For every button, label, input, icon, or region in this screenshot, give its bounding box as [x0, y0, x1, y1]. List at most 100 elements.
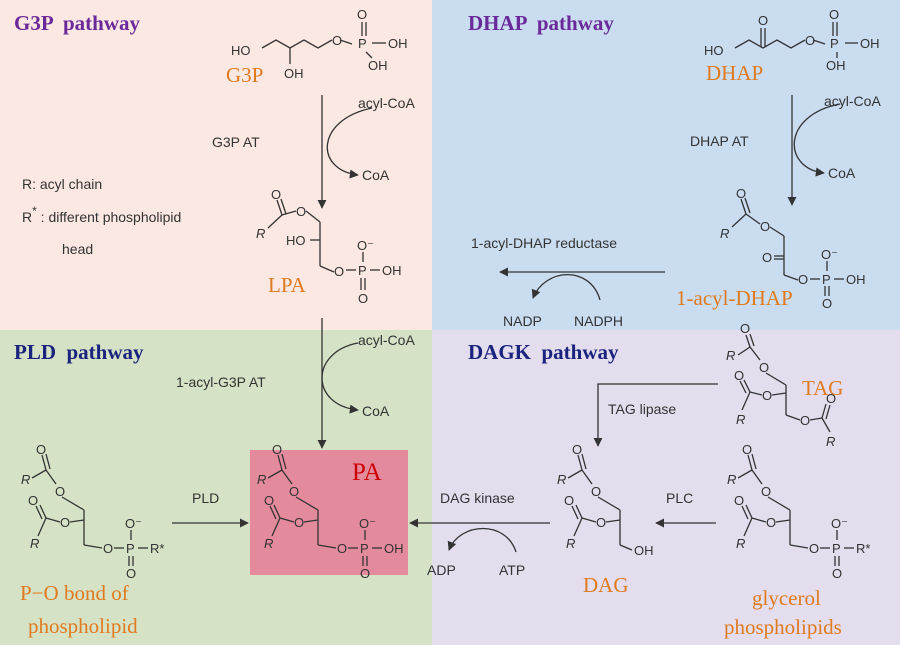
reductase-enzyme-label: 1-acyl-DHAP reductase: [471, 235, 617, 251]
po-bond-label-2: phospholipid: [28, 614, 138, 638]
legend-rstar-definition-2: head: [62, 241, 93, 257]
tag-structure: [737, 333, 831, 433]
glycerol-label-1: glycerol: [752, 586, 821, 610]
atp-curve-arrow: [447, 528, 517, 553]
tag-r2-label: R: [736, 412, 745, 427]
pld-r2-label: R: [30, 536, 39, 551]
dhap-o-top-label: O: [829, 7, 839, 22]
lpa-o-ester-label: O: [296, 204, 306, 219]
gpl-r1-label: R: [727, 472, 736, 487]
g3p-p-label: P: [358, 36, 367, 51]
dagk-panel: [432, 330, 900, 645]
pa-r1-label: R: [257, 472, 266, 487]
adp-label: ADP: [427, 562, 456, 578]
dhap-o-label: O: [805, 33, 815, 48]
pa-oh-label: OH: [384, 541, 404, 556]
lpa-compound-label: LPA: [268, 273, 307, 297]
acyl-dhap-compound-label: 1-acyl-DHAP: [676, 286, 793, 310]
pa-o-keto2-label: O: [264, 493, 274, 508]
nadp-label: NADP: [503, 313, 542, 329]
pa-o-ester1-label: O: [289, 484, 299, 499]
g3p-o-top-label: O: [357, 7, 367, 22]
lpa-ho-label: HO: [286, 233, 306, 248]
pa-o-minus-label: O⁻: [359, 516, 376, 531]
g3p-coa-label: CoA: [362, 167, 390, 183]
gpl-o2-label: O: [761, 484, 771, 499]
pld-o-label: O: [103, 541, 113, 556]
acyl-dhap-o-bottom-label: O: [822, 296, 832, 311]
legend-rstar-sup: *: [32, 204, 37, 218]
dag-structure: [567, 453, 633, 551]
tag-o1-label: O: [740, 321, 750, 336]
gpl-p-label: P: [832, 541, 841, 556]
pld-o-ester2-label: O: [60, 515, 70, 530]
acyl-dhap-oh-label: OH: [846, 272, 866, 287]
g3p-oh3-label: OH: [284, 66, 304, 81]
legend-rstar-definition: R* : different phospholipid: [22, 204, 181, 225]
legend-rstar-text: : different phospholipid: [37, 209, 182, 225]
tag-o4-label: O: [734, 368, 744, 383]
g3p-o-label: O: [332, 33, 342, 48]
pa-o-label: O: [337, 541, 347, 556]
dag-compound-label: DAG: [583, 573, 629, 597]
po-bond-label-1: P−O bond of: [20, 581, 129, 605]
tag-lipase-arrow: [593, 383, 718, 447]
g3p-pathway-title: G3P pathway: [14, 11, 141, 35]
dag-oh-label: OH: [634, 543, 654, 558]
pld-phospholipid-structure: [31, 453, 148, 566]
pa-structure: [267, 453, 382, 566]
pld-enzyme-label: PLD: [192, 490, 219, 506]
nadph-label: NADPH: [574, 313, 623, 329]
lpa-acyl-coa-label: acyl-CoA: [358, 332, 415, 348]
tag-compound-label: TAG: [802, 376, 843, 400]
lpa-o-keto-label: O: [271, 187, 281, 202]
acyl-dhap-o-minus-label: O⁻: [821, 247, 838, 262]
dag-o2-label: O: [591, 484, 601, 499]
acyl-dhap-o-label: O: [798, 272, 808, 287]
dhap-pathway-title: DHAP pathway: [468, 11, 614, 35]
pld-o-ester1-label: O: [55, 484, 65, 499]
dhap-coa-label: CoA: [828, 165, 856, 181]
lpa-o-minus-label: O⁻: [357, 238, 374, 253]
legend-rstar-symbol: R: [22, 209, 32, 225]
glycerol-label-2: phospholipids: [724, 615, 842, 639]
gpl-o-minus-label: O⁻: [831, 516, 848, 531]
tag-r1-label: R: [726, 348, 735, 363]
dag-o1-label: O: [572, 442, 582, 457]
glycerol-phospholipid-structure: [737, 453, 854, 566]
pa-compound-label: PA: [352, 459, 382, 486]
dhap-panel: [432, 0, 900, 330]
plc-enzyme-label: PLC: [666, 490, 693, 506]
atp-label: ATP: [499, 562, 525, 578]
dhap-acyl-coa-label: acyl-CoA: [824, 93, 881, 109]
dagk-pathway-title: DAGK pathway: [468, 340, 619, 364]
tag-o2-label: O: [759, 360, 769, 375]
gpl-o1-label: O: [742, 442, 752, 457]
lpa-o-bottom-label: O: [358, 291, 368, 306]
lpa-r-label: R: [256, 226, 265, 241]
acyl-g3p-at-curve-arrow: [321, 342, 359, 414]
pld-r1-label: R: [21, 472, 30, 487]
gpl-rstar-label: R*: [856, 541, 870, 556]
tag-o5-label: O: [800, 413, 810, 428]
g3p-oh2-label: OH: [368, 58, 388, 73]
pld-o-bottom-label: O: [126, 566, 136, 581]
pa-r2-label: R: [264, 536, 273, 551]
pa-p-label: P: [360, 541, 369, 556]
g3p-at-curve-arrow: [326, 107, 373, 179]
g3p-at-enzyme-label: G3P AT: [212, 134, 260, 150]
dhap-oh2-label: OH: [826, 58, 846, 73]
g3p-structure: [261, 22, 386, 64]
g3p-compound-label: G3P: [226, 63, 263, 87]
g3p-panel: [0, 0, 432, 330]
pld-pathway-title: PLD pathway: [14, 340, 144, 364]
nadph-curve-arrow: [531, 274, 601, 301]
lpa-oh-label: OH: [382, 263, 402, 278]
acyl-dhap-o-ketone-label: O: [762, 250, 772, 265]
pa-o-ester2-label: O: [294, 515, 304, 530]
lpa-p-label: P: [358, 263, 367, 278]
acyl-dhap-r-label: R: [720, 226, 729, 241]
pa-box: [250, 450, 408, 575]
